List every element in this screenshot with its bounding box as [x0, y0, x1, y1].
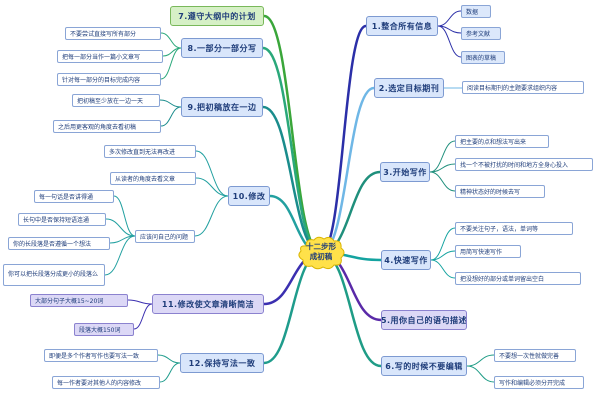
topic-8-item-1[interactable]: 不要尝试直接写所有部分: [65, 27, 161, 40]
branch-topic-8: [261, 46, 323, 255]
topic-11-item-2[interactable]: 段落大概150词: [74, 323, 134, 336]
topic-3[interactable]: 3.开始写作: [380, 162, 430, 182]
topic-9-item-1[interactable]: 把初稿至少放在一边一天: [72, 94, 160, 107]
topic-4[interactable]: 4.快速写作: [381, 250, 431, 270]
twig-topic-10-2: [195, 177, 229, 197]
twig-topic-4-2: [430, 250, 456, 261]
topic-6[interactable]: 6.写的时候不要编辑: [381, 356, 467, 376]
topic-6-item-1[interactable]: 不要想一次性就做完善: [494, 349, 576, 362]
twig-topic-12-1: [157, 354, 181, 364]
topic-7[interactable]: 7.遵守大纲中的计划: [170, 6, 264, 26]
topic-2-item-1[interactable]: 阅读目标期刊的主题要求组织内容: [462, 81, 584, 94]
topic-4-item-3[interactable]: 把没想好的部分或单词留出空白: [455, 272, 581, 285]
topic-6-item-2[interactable]: 写作和编辑必须分开完成: [494, 376, 584, 389]
twig-topic-3-1: [429, 140, 456, 173]
topic-10-item-1[interactable]: 多次修改直到无法再改进: [104, 145, 196, 158]
topic-12-item-2[interactable]: 每一作者要对其他人的内容修改: [52, 376, 160, 389]
topic-12-item-1[interactable]: 即便是多个作者写作也要写法一致: [44, 349, 158, 362]
topic-10-item-2[interactable]: 从读者的角度去看文章: [110, 172, 196, 185]
topic-11-item-1[interactable]: 大部分句子大概15~20词: [30, 294, 128, 307]
twig-topic-4-1: [430, 227, 456, 261]
topic-1-item-2[interactable]: 参考文献: [461, 27, 501, 40]
topic-11[interactable]: 11.修改使文章清晰简洁: [152, 294, 264, 314]
topic-4-item-1[interactable]: 不要关注句子，语法，单词等: [455, 222, 573, 235]
topic-8-item-3[interactable]: 针对每一部分的目标完成内容: [57, 73, 161, 86]
topic-4-item-2[interactable]: 用简写快速写作: [455, 245, 521, 258]
twig-topic-11-2: [133, 303, 153, 330]
twig-topic-8-1: [160, 32, 182, 49]
twig-topic-10-sub-2: [105, 218, 136, 237]
twig-topic-10-3: [194, 195, 229, 237]
topic-8-item-2[interactable]: 把每一部分当作一篇小文章写: [57, 50, 163, 63]
topic-3-item-3[interactable]: 精神状态好的时候去写: [455, 185, 545, 198]
topic-1-item-1[interactable]: 数据: [461, 5, 491, 18]
topic-9-item-2[interactable]: 之后用更客观的角度去看初稿: [53, 120, 161, 133]
topic-10[interactable]: 10.修改: [228, 186, 270, 206]
center-cloud-shape: [298, 236, 345, 270]
twig-topic-3-2: [429, 163, 456, 173]
topic-3-item-1[interactable]: 把主要的点和想法写出来: [455, 135, 549, 148]
topic-2[interactable]: 2.选定目标期刊: [374, 78, 444, 98]
twig-topic-9-2: [160, 106, 182, 127]
twig-topic-4-3: [430, 259, 456, 279]
twig-topic-10-1: [195, 150, 229, 197]
center-topic[interactable]: 十二步形 成初稿: [296, 236, 346, 270]
topic-10-sub-3[interactable]: 你的长段落是否遵循一个想法: [8, 237, 110, 250]
topic-9[interactable]: 9.把初稿放在一边: [181, 97, 263, 117]
topic-1-item-3[interactable]: 图表的草稿: [461, 51, 505, 64]
twig-topic-10-sub-4: [104, 235, 136, 276]
twig-topic-11-1: [127, 299, 153, 305]
topic-10-sub-1[interactable]: 每一句话是否讲得通: [34, 190, 114, 203]
twig-topic-1-3: [437, 25, 462, 58]
twig-topic-3-3: [429, 171, 456, 192]
topic-5[interactable]: 5.用你自己的语句描述: [381, 310, 467, 330]
topic-10-sub-2[interactable]: 长句中是否保持短语连通: [18, 213, 106, 226]
twig-topic-12-2: [159, 362, 181, 383]
topic-8[interactable]: 8.一部分一部分写: [181, 38, 263, 58]
topic-12[interactable]: 12.保持写法一致: [180, 353, 264, 373]
twig-topic-1-1: [437, 10, 462, 27]
branch-topic-1: [319, 24, 368, 255]
twig-topic-6-1: [466, 354, 495, 367]
topic-10-sub-4[interactable]: 你可以把长段落分成更小的段落么: [3, 264, 105, 286]
twig-topic-8-3: [160, 47, 182, 80]
twig-topic-6-2: [466, 365, 495, 383]
center-topic-label: 十二步形 成初稿: [306, 242, 336, 261]
topic-1[interactable]: 1.整合所有信息: [366, 16, 438, 36]
topic-10-item-3[interactable]: 应该问自己的问题: [135, 230, 195, 243]
topic-3-item-2[interactable]: 找一个不被打扰的时间和地方全身心投入: [455, 158, 593, 171]
twig-topic-9-1: [159, 99, 182, 108]
twig-topic-10-sub-1: [113, 195, 136, 237]
